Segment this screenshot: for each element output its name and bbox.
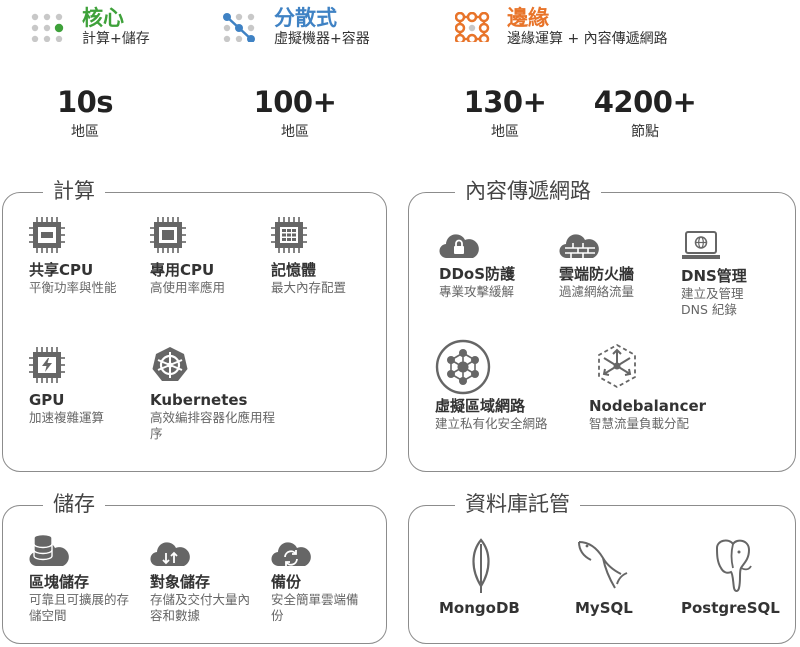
db-name-mongodb[interactable]: MongoDB <box>439 599 520 617</box>
product-desc: 高效編排容器化應用程序 <box>150 410 276 441</box>
product-object-storage[interactable]: 對象儲存 存儲及交付大量內容和數據 <box>150 533 270 624</box>
nodebalancer-icon <box>598 343 636 389</box>
product-dedicated-cpu[interactable]: 專用CPU 高使用率應用 <box>150 215 280 296</box>
stat-regions-edge: 130+ 地區 <box>455 86 555 141</box>
stat-regions-distributed: 100+ 地區 <box>245 86 345 141</box>
product-name: 區塊儲存 <box>29 573 90 591</box>
object-storage-icon <box>150 542 190 567</box>
dot-grid-icon <box>31 13 64 42</box>
tier-name: 分散式 <box>274 6 337 30</box>
compute-panel: 計算 共享CPU 平衡功率與性能 <box>2 177 387 472</box>
product-desc: 專業攻擊緩解 <box>439 284 515 299</box>
product-desc: 加速複雜運算 <box>29 410 105 425</box>
product-backup[interactable]: 備份 安全簡單雲端備份 <box>271 533 381 624</box>
product-desc: 高使用率應用 <box>150 280 226 295</box>
postgresql-elephant-icon <box>715 539 752 592</box>
dns-monitor-icon <box>682 231 720 259</box>
product-desc: 智慧流量負載分配 <box>589 416 690 431</box>
networking-panel: 內容傳遞網路 DDoS防護 專業攻擊緩解 雲端防火牆 過濾網絡流量 <box>408 177 796 472</box>
product-name: 虛擬區域網路 <box>435 397 526 415</box>
product-desc: 平衡功率與性能 <box>29 280 117 295</box>
mongodb-leaf-icon <box>472 538 490 593</box>
product-vlan[interactable]: 虛擬區域網路 建立私有化安全網路 <box>435 339 565 432</box>
stat-unit: 節點 <box>631 124 659 140</box>
tier-edge: 邊緣 邊緣運算 + 內容傳遞網路 <box>455 6 668 48</box>
gpu-icon <box>29 347 65 383</box>
block-storage-icon <box>29 533 69 567</box>
db-name-postgresql[interactable]: PostgreSQL <box>681 599 780 617</box>
kubernetes-icon <box>152 347 188 381</box>
databases-panel: 資料庫託管 MongoDB MySQL PostgreSQL <box>408 490 796 644</box>
cloud-lock-icon <box>439 234 479 259</box>
distributed-nodes-icon <box>223 13 255 42</box>
product-nodebalancer[interactable]: Nodebalancer 智慧流量負載分配 <box>589 339 749 432</box>
product-desc: 過濾網絡流量 <box>559 284 635 299</box>
tier-desc: 虛擬機器+容器 <box>274 31 370 47</box>
product-desc: 可靠且可擴展的存儲空間 <box>29 592 130 623</box>
db-name-mysql[interactable]: MySQL <box>575 599 633 617</box>
product-name: 共享CPU <box>29 261 94 279</box>
product-kubernetes[interactable]: Kubernetes 高效編排容器化應用程序 <box>150 345 290 442</box>
stat-unit: 地區 <box>281 124 309 140</box>
memory-chip-icon <box>271 217 307 253</box>
product-cloud-firewall[interactable]: 雲端防火牆 過濾網絡流量 <box>559 231 679 300</box>
tier-desc: 邊緣運算 + 內容傳遞網路 <box>507 31 668 47</box>
product-desc: 最大內存配置 <box>271 280 347 295</box>
stat-value: 100+ <box>253 85 337 119</box>
product-name: Nodebalancer <box>589 397 707 415</box>
storage-panel: 儲存 區塊儲存 可靠且可擴展的存儲空間 對象儲存 存儲及交付大量內容和數據 <box>2 490 387 644</box>
shared-cpu-icon <box>29 217 65 253</box>
tier-name: 核心 <box>82 6 124 30</box>
product-name: 雲端防火牆 <box>559 265 635 283</box>
tier-core: 核心 計算+儲存 <box>30 6 150 48</box>
product-name: DDoS防護 <box>439 265 516 283</box>
product-desc: 建立私有化安全網路 <box>435 416 548 431</box>
stat-unit: 地區 <box>491 124 519 140</box>
product-name: 記憶體 <box>271 261 317 279</box>
stat-value: 10s <box>56 85 114 119</box>
product-block-storage[interactable]: 區塊儲存 可靠且可擴展的存儲空間 <box>29 533 149 624</box>
panel-title: 資料庫託管 <box>455 490 580 518</box>
product-desc: 存儲及交付大量內容和數據 <box>150 592 251 623</box>
product-memory[interactable]: 記憶體 最大內存配置 <box>271 215 401 296</box>
vlan-icon <box>435 339 491 395</box>
product-shared-cpu[interactable]: 共享CPU 平衡功率與性能 <box>29 215 159 296</box>
stat-value: 4200+ <box>593 85 697 119</box>
tier-distributed: 分散式 虛擬機器+容器 <box>222 6 370 48</box>
dedicated-cpu-icon <box>150 217 186 253</box>
product-ddos-protection[interactable]: DDoS防護 專業攻擊緩解 <box>439 231 559 300</box>
product-name: DNS管理 <box>681 267 747 285</box>
stat-nodes: 4200+ 節點 <box>585 86 705 141</box>
stat-unit: 地區 <box>71 124 99 140</box>
edge-nodes-icon <box>455 12 490 42</box>
firewall-icon <box>559 234 599 259</box>
product-name: 對象儲存 <box>150 573 211 591</box>
panel-title: 計算 <box>43 177 105 205</box>
panel-title: 內容傳遞網路 <box>455 177 601 205</box>
product-name: Kubernetes <box>150 391 248 409</box>
product-name: GPU <box>29 391 65 409</box>
product-gpu[interactable]: GPU 加速複雜運算 <box>29 345 159 426</box>
stat-regions-core: 10s 地區 <box>45 86 125 141</box>
backup-icon <box>271 542 311 567</box>
product-desc: 建立及管理DNS 紀錄 <box>681 286 744 317</box>
product-name: 專用CPU <box>150 261 215 279</box>
product-dns-manager[interactable]: DNS管理 建立及管理DNS 紀錄 <box>681 231 781 318</box>
product-name: 備份 <box>271 573 302 591</box>
mysql-dolphin-icon <box>578 541 628 589</box>
tier-desc: 計算+儲存 <box>82 31 150 47</box>
panel-title: 儲存 <box>43 490 105 518</box>
product-desc: 安全簡單雲端備份 <box>271 592 359 623</box>
tier-name: 邊緣 <box>507 6 549 30</box>
stat-value: 130+ <box>463 85 547 119</box>
